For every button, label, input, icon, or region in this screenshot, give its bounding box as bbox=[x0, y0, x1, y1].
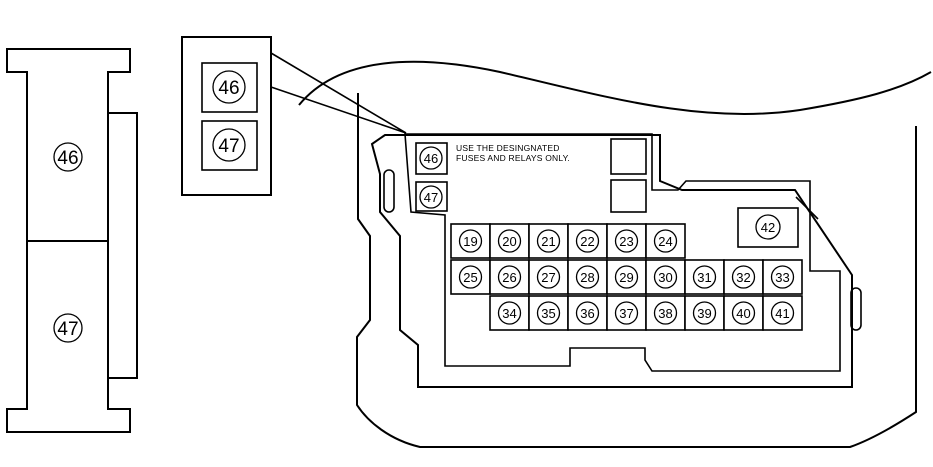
relay-callout: 46 47 bbox=[181, 36, 407, 196]
fuse-slot-30: 30 bbox=[645, 259, 686, 295]
fuse-slot-19: 19 bbox=[450, 223, 491, 259]
fuse-slot-23: 23 bbox=[606, 223, 647, 259]
fuse-slot-41: 41 bbox=[762, 295, 803, 331]
relay-side-view: 46 47 bbox=[6, 48, 138, 433]
fuse-number: 24 bbox=[658, 234, 672, 249]
fuse-number: 29 bbox=[619, 270, 633, 285]
fuse-slot-38: 38 bbox=[645, 295, 686, 331]
svg-text:46: 46 bbox=[57, 148, 78, 169]
relay-46-label: 46 bbox=[53, 142, 83, 172]
fuse-slot-29: 29 bbox=[606, 259, 647, 295]
relay-47-label: 47 bbox=[53, 313, 83, 343]
fuse-slot-40: 40 bbox=[723, 295, 764, 331]
fuse-slot-31: 31 bbox=[684, 259, 725, 295]
fuse-box-panel: USE THE DESINGNATED FUSES AND RELAYS ONL… bbox=[298, 60, 932, 448]
fuse-slot-36: 36 bbox=[567, 295, 608, 331]
fuse-number: 19 bbox=[463, 234, 477, 249]
fuse-slot-35: 35 bbox=[528, 295, 569, 331]
fuse-number: 28 bbox=[580, 270, 594, 285]
callout-leader-line bbox=[270, 52, 407, 134]
fuse-slot-21: 21 bbox=[528, 223, 569, 259]
fuse-slot-26: 26 bbox=[489, 259, 530, 295]
svg-text:47: 47 bbox=[218, 136, 239, 157]
empty-relay-slot-bottom bbox=[610, 179, 647, 213]
svg-text:46: 46 bbox=[218, 78, 239, 99]
fuse-number: 33 bbox=[775, 270, 789, 285]
fuse-slot-20: 20 bbox=[489, 223, 530, 259]
fuse-slot-33: 33 bbox=[762, 259, 803, 295]
fuse-number: 40 bbox=[736, 306, 750, 321]
fuse-number: 39 bbox=[697, 306, 711, 321]
fuse-slot-27: 27 bbox=[528, 259, 569, 295]
panel-relay-46: 46 bbox=[419, 146, 443, 170]
fuse-slot-25: 25 bbox=[450, 259, 491, 295]
fuse-number: 38 bbox=[658, 306, 672, 321]
panel-relay-47: 47 bbox=[419, 185, 443, 209]
callout-46-label: 46 bbox=[212, 70, 246, 104]
fuse-number: 32 bbox=[736, 270, 750, 285]
svg-text:47: 47 bbox=[57, 319, 78, 340]
fuse-slot-37: 37 bbox=[606, 295, 647, 331]
fuse-number: 36 bbox=[580, 306, 594, 321]
fuse-number: 26 bbox=[502, 270, 516, 285]
fuse-number: 23 bbox=[619, 234, 633, 249]
fuse-number: 34 bbox=[502, 306, 516, 321]
svg-text:42: 42 bbox=[761, 220, 775, 235]
svg-text:FUSES AND RELAYS ONLY.: FUSES AND RELAYS ONLY. bbox=[456, 153, 570, 163]
panel-relay-42: 42 bbox=[755, 214, 781, 240]
fuse-grid: 19 20 21 22 23 24 25 26 27 28 29 30 31 32 33 34 35 36 37 38… bbox=[450, 223, 803, 331]
fuse-number: 25 bbox=[463, 270, 477, 285]
fuse-slot-28: 28 bbox=[567, 259, 608, 295]
fuse-slot-22: 22 bbox=[567, 223, 608, 259]
fuse-number: 22 bbox=[580, 234, 594, 249]
svg-text:46: 46 bbox=[424, 151, 438, 166]
svg-text:47: 47 bbox=[424, 190, 438, 205]
fuse-slot-39: 39 bbox=[684, 295, 725, 331]
fuse-number: 41 bbox=[775, 306, 789, 321]
fuse-number: 20 bbox=[502, 234, 516, 249]
fuse-number: 37 bbox=[619, 306, 633, 321]
fuse-slot-34: 34 bbox=[489, 295, 530, 331]
fuse-number: 27 bbox=[541, 270, 555, 285]
fuse-number: 30 bbox=[658, 270, 672, 285]
fuse-notice: USE THE DESINGNATED FUSES AND RELAYS ONL… bbox=[456, 143, 570, 163]
fuse-number: 31 bbox=[697, 270, 711, 285]
fuse-number: 21 bbox=[541, 234, 555, 249]
svg-text:USE THE DESINGNATED: USE THE DESINGNATED bbox=[456, 143, 560, 153]
empty-relay-slot-top bbox=[610, 138, 647, 175]
fuse-slot-32: 32 bbox=[723, 259, 764, 295]
fuse-number: 35 bbox=[541, 306, 555, 321]
fuse-slot-24: 24 bbox=[645, 223, 686, 259]
callout-47-label: 47 bbox=[212, 128, 246, 162]
